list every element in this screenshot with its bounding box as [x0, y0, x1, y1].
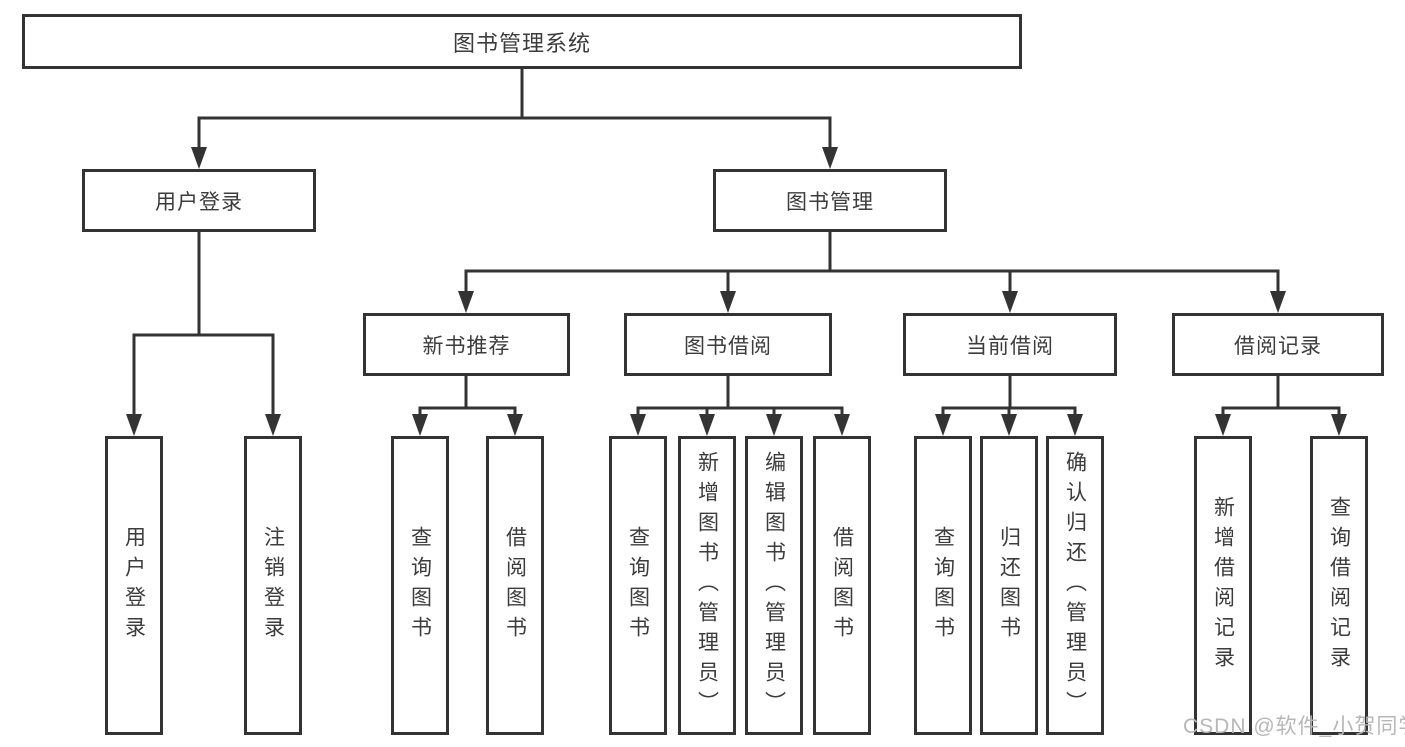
leaf-confirm-return-admin: 确认归还（管理员） [1046, 436, 1104, 735]
connector-new-book-recommend-children [412, 374, 523, 436]
leaf-return-book: 归还图书 [980, 436, 1038, 735]
leaf-query-books-borrow: 查询图书 [609, 436, 667, 735]
arrowhead [630, 414, 646, 436]
arrowhead [265, 414, 281, 436]
leaf-borrow-books-borrow: 借阅图书 [813, 436, 871, 735]
arrowhead [935, 414, 951, 436]
arrowhead [720, 291, 736, 313]
leaf-user-login: 用户登录 [105, 436, 163, 735]
node-book-management: 图书管理 [713, 169, 947, 232]
arrowhead [834, 414, 850, 436]
arrowhead [1215, 414, 1231, 436]
arrowhead [822, 147, 838, 169]
leaf-query-borrow-record: 查询借阅记录 [1310, 436, 1368, 735]
arrowhead [1001, 414, 1017, 436]
arrowhead [1331, 414, 1347, 436]
leaf-edit-book-admin: 编辑图书（管理员） [745, 436, 803, 735]
connector-root-to-level2 [191, 67, 838, 169]
node-new-book-recommend: 新书推荐 [363, 313, 570, 376]
connector-user-login-children [126, 230, 281, 436]
arrowhead [458, 291, 474, 313]
arrowhead [699, 414, 715, 436]
arrowhead [126, 414, 142, 436]
arrowhead [1002, 291, 1018, 313]
leaf-add-book-admin: 新增图书（管理员） [678, 436, 736, 735]
leaf-add-borrow-record: 新增借阅记录 [1194, 436, 1252, 735]
leaf-query-books-recommend: 查询图书 [391, 436, 449, 735]
csdn-watermark: CSDN @软件_小贺同学 [1183, 715, 1405, 738]
connector-book-management-children [458, 230, 1286, 313]
arrowhead [412, 414, 428, 436]
arrowhead [507, 414, 523, 436]
arrowhead [1270, 291, 1286, 313]
arrowhead [1067, 414, 1083, 436]
node-root-library-system: 图书管理系统 [22, 14, 1022, 69]
leaf-logout: 注销登录 [244, 436, 302, 735]
connector-book-borrow-children [630, 374, 850, 436]
connector-borrow-records-children [1215, 374, 1347, 436]
arrowhead [191, 147, 207, 169]
leaf-query-books-current: 查询图书 [914, 436, 972, 735]
node-borrow-records: 借阅记录 [1172, 313, 1384, 376]
node-current-borrow: 当前借阅 [903, 313, 1117, 376]
connector-current-borrow-children [935, 374, 1083, 436]
arrowhead [766, 414, 782, 436]
node-book-borrow: 图书借阅 [624, 313, 832, 376]
leaf-borrow-books-recommend: 借阅图书 [486, 436, 544, 735]
node-user-login: 用户登录 [82, 169, 316, 232]
